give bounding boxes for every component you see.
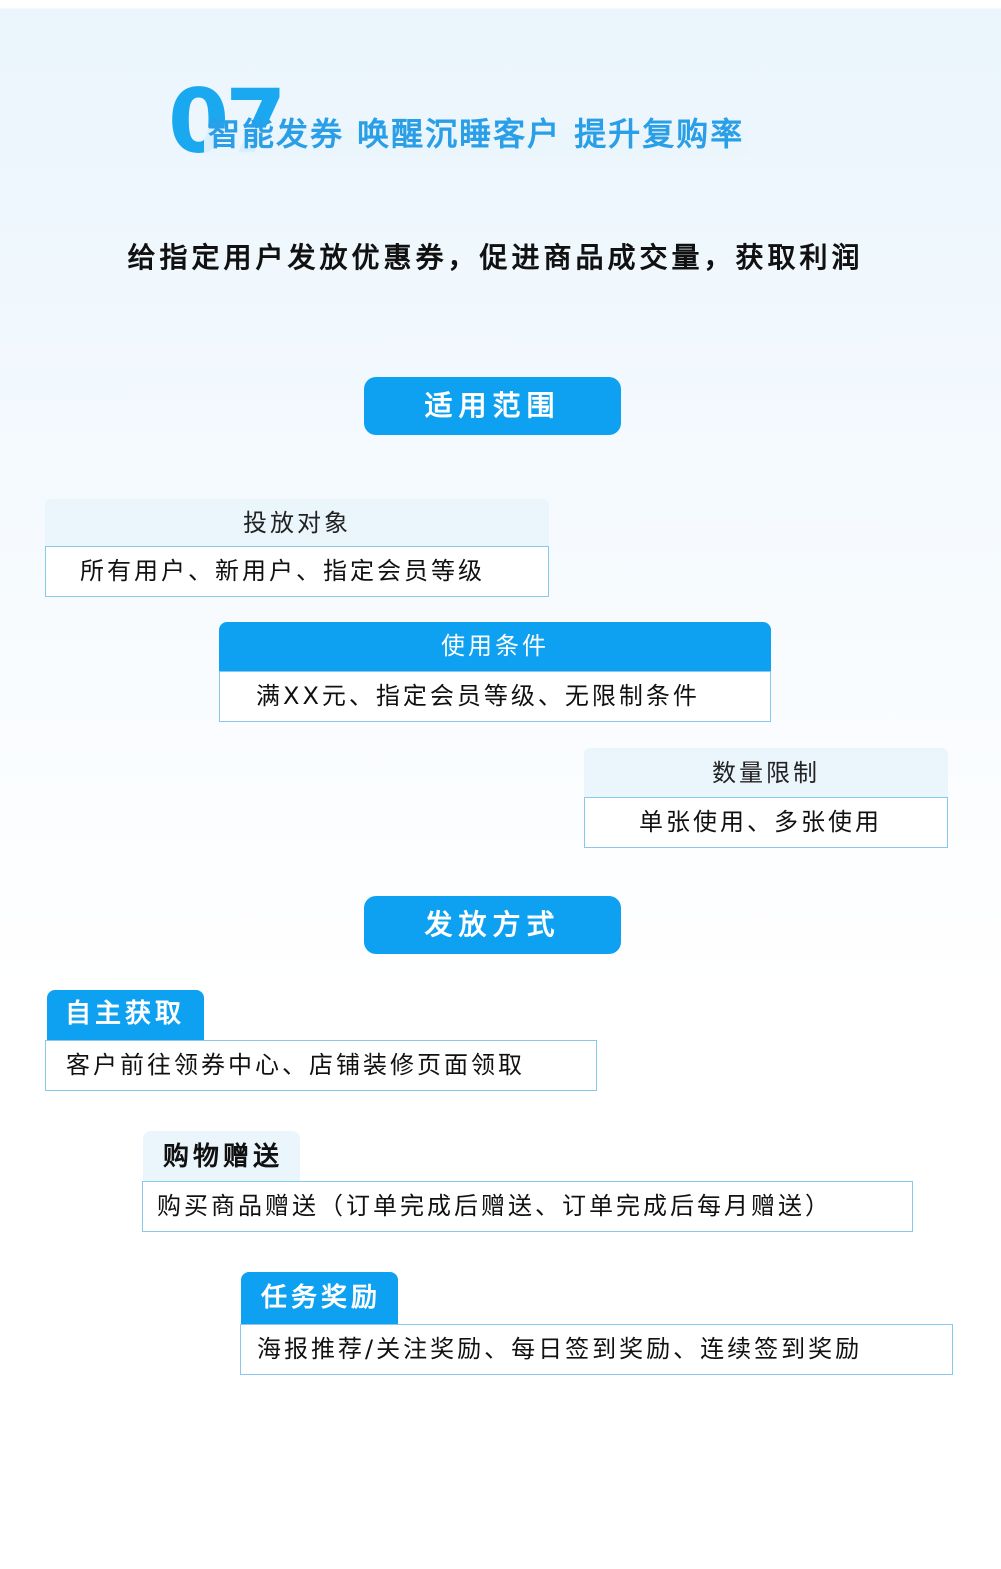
task-reward-tab: 任务奖励 (241, 1272, 398, 1324)
quantity-limit-value: 单张使用、多张使用 (584, 797, 948, 848)
self-claim-tab: 自主获取 (47, 990, 204, 1040)
usage-conditions-value: 满XX元、指定会员等级、无限制条件 (219, 671, 771, 722)
scope-section-pill: 适用范围 (364, 377, 621, 435)
target-audience-label: 投放对象 (45, 499, 549, 547)
page-subtitle: 给指定用户发放优惠券，促进商品成交量，获取利润 (127, 241, 864, 274)
target-audience-value: 所有用户、新用户、指定会员等级 (45, 546, 549, 597)
purchase-gift-tab: 购物赠送 (143, 1131, 300, 1182)
distribution-section-pill: 发放方式 (364, 896, 621, 954)
usage-conditions-label: 使用条件 (219, 622, 771, 672)
self-claim-value: 客户前往领券中心、店铺装修页面领取 (45, 1040, 597, 1091)
page-title: 智能发券 唤醒沉睡客户 提升复购率 (204, 112, 749, 156)
quantity-limit-label: 数量限制 (584, 748, 948, 798)
task-reward-value: 海报推荐/关注奖励、每日签到奖励、连续签到奖励 (240, 1324, 953, 1375)
purchase-gift-value: 购买商品赠送（订单完成后赠送、订单完成后每月赠送） (142, 1181, 913, 1232)
